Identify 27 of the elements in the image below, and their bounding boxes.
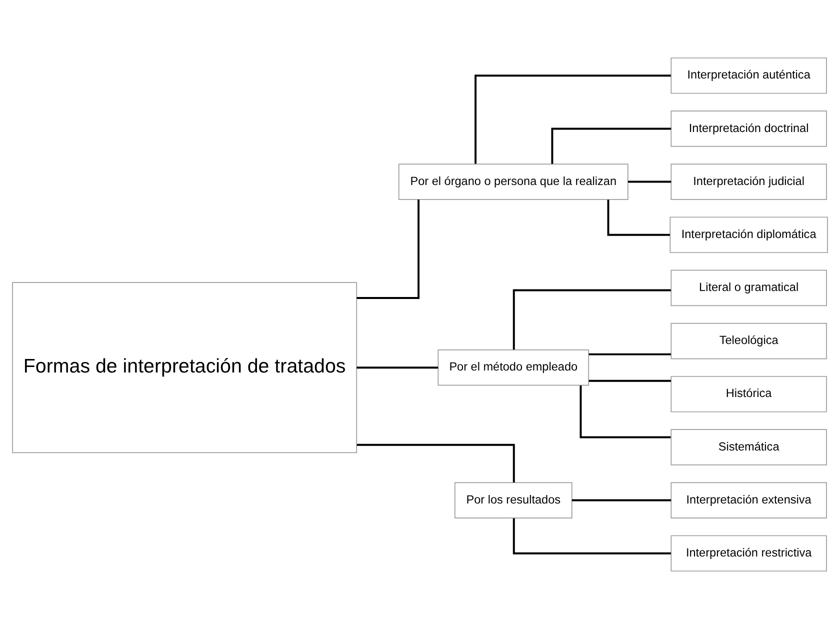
node-box: Interpretación extensiva — [670, 482, 827, 518]
node-box: Interpretación diplomática — [670, 216, 828, 253]
connector — [628, 180, 672, 182]
node-box: Por el órgano o persona que la realizan — [398, 163, 628, 200]
connector — [551, 127, 672, 164]
node-box: Histórica — [670, 375, 827, 412]
node-box: Formas de interpretación de tratados — [12, 282, 358, 453]
node-box: Teleológica — [670, 322, 827, 359]
connector — [607, 199, 670, 236]
connector — [512, 288, 671, 350]
connector — [588, 352, 671, 355]
node-box: Interpretación judicial — [670, 163, 827, 200]
connector — [588, 379, 671, 382]
connector — [356, 443, 515, 482]
node-box: Interpretación restrictiva — [670, 534, 827, 572]
connector — [474, 74, 671, 164]
node-box: Interpretación auténtica — [670, 56, 827, 94]
node-box: Literal o gramatical — [670, 269, 827, 306]
connector — [356, 366, 438, 368]
node-box: Interpretación doctrinal — [670, 110, 827, 146]
connector — [512, 518, 671, 554]
node-box: Por los resultados — [454, 482, 572, 518]
connector — [580, 385, 671, 438]
node-box: Sistemática — [670, 428, 827, 465]
connector — [356, 199, 420, 298]
connector — [572, 498, 672, 501]
node-box: Por el método empleado — [438, 348, 590, 386]
